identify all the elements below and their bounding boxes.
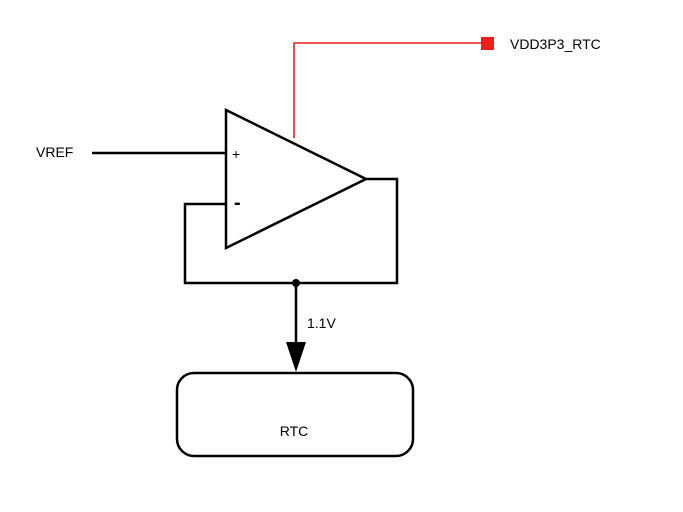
rtc-block bbox=[175, 371, 415, 458]
output-voltage-label: 1.1V bbox=[307, 315, 336, 331]
inverting-input-sign: - bbox=[234, 192, 241, 214]
op-amp-symbol bbox=[224, 107, 369, 251]
op-amp-output-wire bbox=[183, 177, 399, 285]
vref-label: VREF bbox=[36, 144, 73, 160]
supply-terminal bbox=[481, 37, 494, 50]
supply-label: VDD3P3_RTC bbox=[510, 36, 601, 52]
non-inverting-input-sign: + bbox=[232, 146, 240, 162]
supply-wire bbox=[293, 42, 482, 138]
rtc-block-label: RTC bbox=[280, 423, 309, 439]
output-arrow-head bbox=[286, 342, 306, 372]
